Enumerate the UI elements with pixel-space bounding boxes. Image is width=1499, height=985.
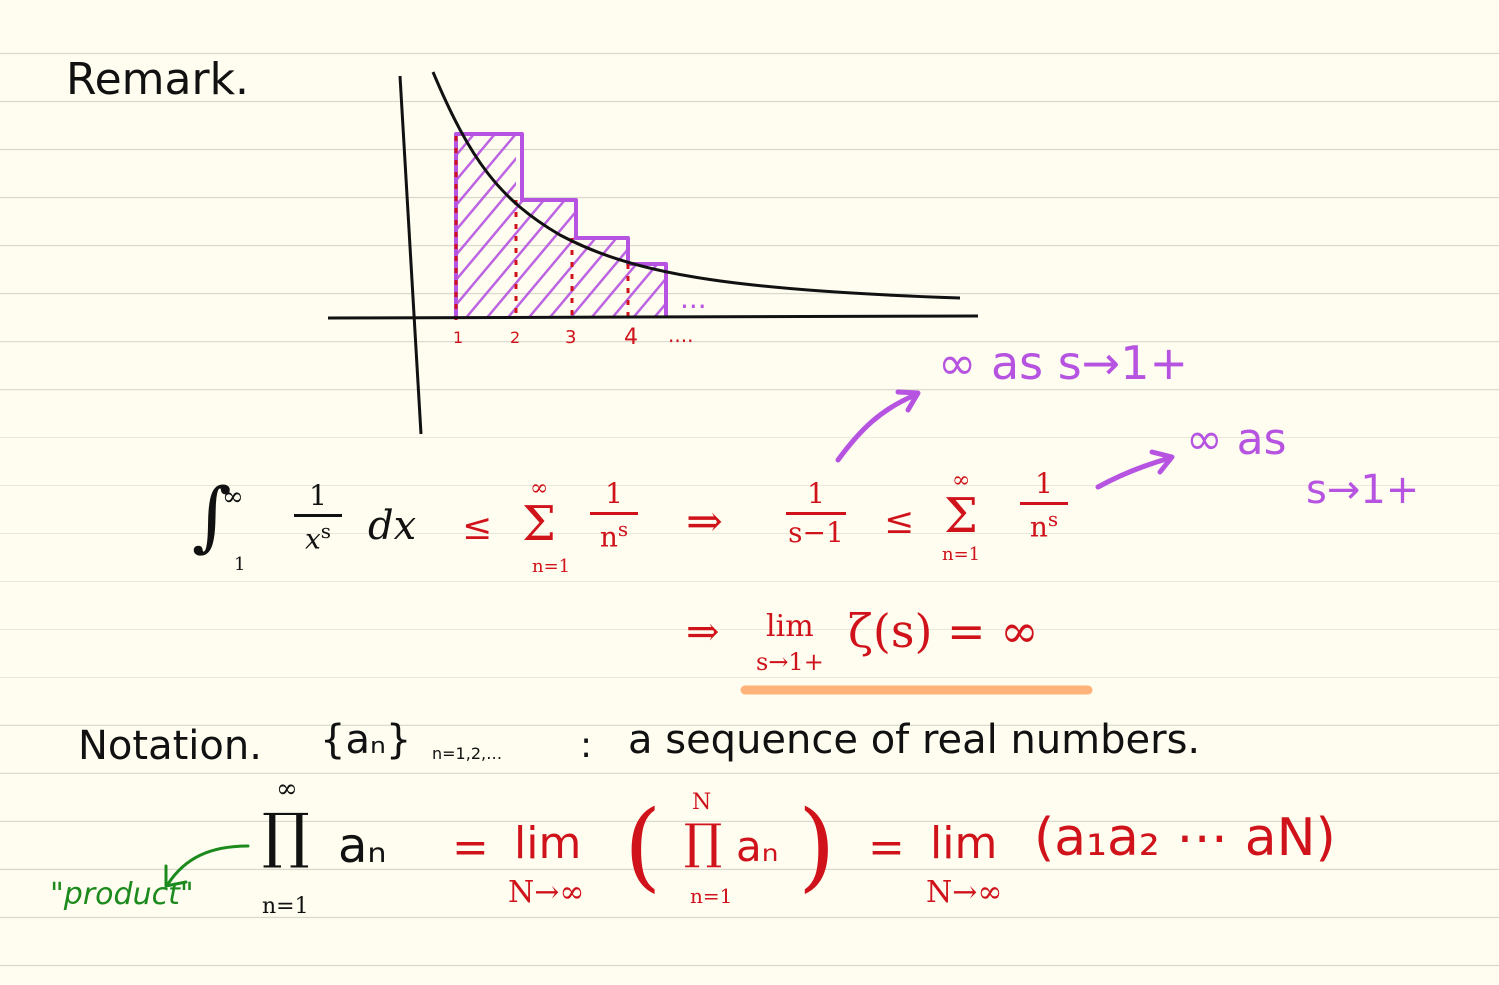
frac-1-over-ns-2: 1 ns bbox=[1020, 470, 1068, 541]
area-dots: ... bbox=[680, 282, 707, 315]
y-axis bbox=[398, 75, 423, 435]
annotation-infinity-as: ∞ as bbox=[1186, 414, 1287, 465]
lim-subscript: s→1+ bbox=[756, 648, 824, 676]
inner-prod-term: aₙ bbox=[736, 822, 779, 871]
left-paren: ( bbox=[624, 790, 662, 902]
implies-2: ⇒ bbox=[686, 609, 720, 655]
hatch-rect-2 bbox=[516, 200, 574, 318]
frac2-den-sup: s bbox=[617, 517, 629, 541]
frac2-den: n bbox=[599, 520, 618, 554]
product-arrow-head bbox=[164, 864, 188, 888]
notation-label: Notation. bbox=[78, 723, 262, 769]
sum-lower: n=1 bbox=[532, 556, 571, 577]
integral-sign: ∫ bbox=[192, 471, 232, 560]
tick-4: 4 bbox=[624, 325, 638, 350]
product-expansion: (a₁a₂ ⋯ aN) bbox=[1034, 808, 1336, 868]
sum-sign: Σ bbox=[522, 496, 556, 552]
frac1-den: x bbox=[304, 522, 321, 556]
implies-1: ⇒ bbox=[686, 496, 723, 547]
right-paren: ) bbox=[798, 790, 836, 902]
sequence-symbol: {aₙ} bbox=[320, 717, 412, 763]
arrow-to-annot2-head bbox=[1149, 449, 1175, 475]
annotation-s-to-1plus: s→1+ bbox=[1306, 467, 1420, 513]
lim-word: lim bbox=[766, 609, 814, 644]
frac3-den: s−1 bbox=[788, 516, 844, 549]
sum-upper: ∞ bbox=[530, 476, 549, 501]
x-axis bbox=[327, 314, 979, 320]
sum2-lower: n=1 bbox=[942, 544, 981, 565]
frac-1-over-s-minus-1: 1 s−1 bbox=[786, 480, 846, 547]
integral-lower: 1 bbox=[234, 554, 246, 575]
frac-1-over-xs: 1 xs bbox=[294, 482, 342, 553]
arrow-to-annot2 bbox=[1095, 455, 1173, 490]
le-1: ≤ bbox=[462, 507, 493, 548]
annotation-infinity-as-s-1: ∞ as s→1+ bbox=[938, 336, 1189, 390]
frac4-den-sup: s bbox=[1047, 507, 1059, 531]
axis-dots: .... bbox=[668, 323, 693, 347]
frac1-den-sup: s bbox=[320, 519, 332, 543]
hatch-rect-1 bbox=[456, 134, 516, 318]
step-outline bbox=[454, 132, 668, 318]
lim-2: lim bbox=[930, 818, 998, 869]
hatch-rect-3 bbox=[574, 238, 628, 318]
tick-1: 1 bbox=[453, 328, 463, 347]
prod-term: aₙ bbox=[338, 818, 387, 874]
eq-2: = bbox=[868, 822, 905, 873]
frac1-num: 1 bbox=[309, 479, 327, 512]
frac4-den: n bbox=[1029, 510, 1048, 544]
prod-sign: ∏ bbox=[262, 801, 310, 871]
inner-prod-sign: ∏ bbox=[684, 814, 723, 870]
eq-1: = bbox=[452, 822, 489, 873]
zeta-expression: ζ(s) = ∞ bbox=[848, 604, 1039, 658]
tick-3: 3 bbox=[565, 327, 576, 348]
curve-1-over-xs bbox=[431, 71, 961, 300]
product-label: "product" bbox=[50, 877, 194, 912]
remark-heading: Remark. bbox=[66, 54, 250, 105]
product-arrow bbox=[166, 844, 250, 886]
prod-upper: ∞ bbox=[276, 774, 298, 804]
hatch-rect-4 bbox=[628, 264, 666, 318]
lim-2-sub: N→∞ bbox=[926, 875, 1003, 910]
lim-1: lim bbox=[514, 818, 582, 869]
frac3-num: 1 bbox=[807, 477, 825, 510]
arrow-to-annot1-head bbox=[895, 389, 921, 413]
lim-1-sub: N→∞ bbox=[508, 875, 585, 910]
notation-colon: : bbox=[580, 725, 593, 766]
sum2-upper: ∞ bbox=[952, 468, 971, 493]
tick-2: 2 bbox=[510, 328, 520, 347]
le-2: ≤ bbox=[884, 501, 915, 542]
frac2-num: 1 bbox=[605, 477, 623, 510]
sequence-index: n=1,2,… bbox=[432, 744, 503, 763]
inner-prod-lower: n=1 bbox=[690, 884, 733, 908]
frac4-num: 1 bbox=[1035, 467, 1053, 500]
frac-1-over-ns: 1 ns bbox=[590, 480, 638, 551]
notation-description: a sequence of real numbers. bbox=[628, 717, 1201, 763]
inner-prod-upper: N bbox=[692, 790, 712, 815]
dx: dx bbox=[368, 503, 417, 549]
arrow-to-annot1 bbox=[835, 392, 918, 463]
sum2-sign: Σ bbox=[944, 488, 978, 544]
integral-upper: ∞ bbox=[222, 482, 244, 512]
prod-lower: n=1 bbox=[262, 894, 309, 919]
